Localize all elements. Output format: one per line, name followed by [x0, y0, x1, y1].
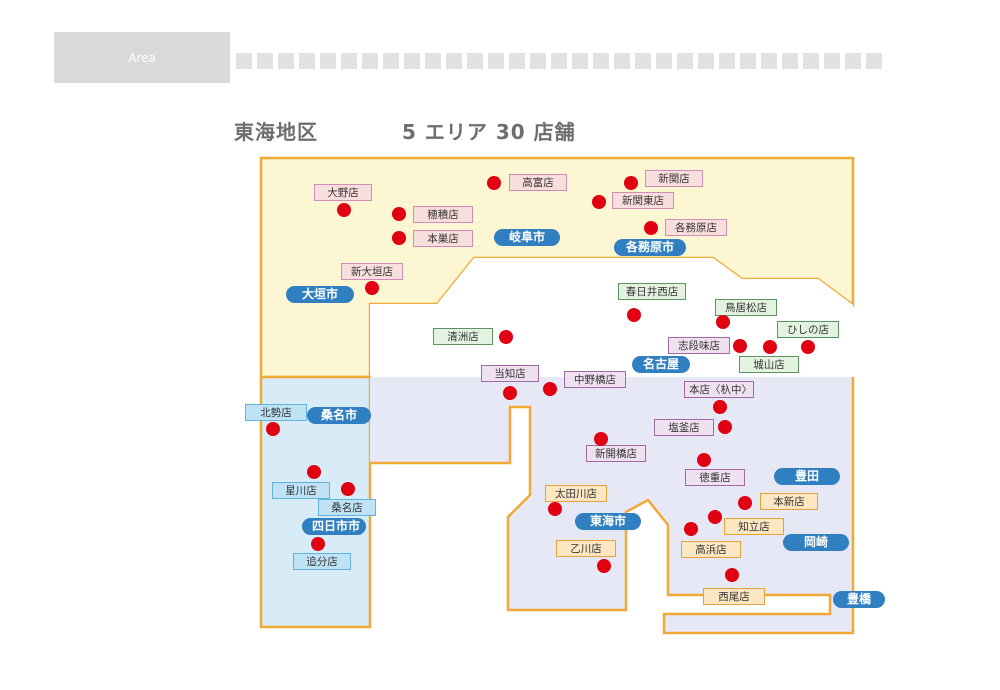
store-pin: [503, 386, 517, 400]
store-pin: [718, 420, 732, 434]
store-pin: [733, 339, 747, 353]
city-label-gifu: 岐阜市: [494, 229, 560, 246]
store-pin: [337, 203, 351, 217]
store-shiogama[interactable]: 塩釜店: [654, 419, 714, 436]
store-pin: [624, 176, 638, 190]
owari-white-region: [370, 258, 853, 377]
city-label-toyota: 豊田: [774, 468, 840, 485]
store-tochi[interactable]: 当知店: [481, 365, 539, 382]
store-pin: [307, 465, 321, 479]
store-hoshikawa[interactable]: 星川店: [272, 482, 330, 499]
store-pin: [365, 281, 379, 295]
city-label-toyohashi: 豊橋: [833, 591, 885, 608]
store-chiryu[interactable]: 知立店: [724, 518, 784, 535]
store-ono[interactable]: 大野店: [314, 184, 372, 201]
store-pin: [548, 502, 562, 516]
store-pin: [801, 340, 815, 354]
store-pin: [487, 176, 501, 190]
store-kakamigahara[interactable]: 各務原店: [665, 219, 727, 236]
store-shin-ogaki[interactable]: 新大垣店: [341, 263, 403, 280]
store-pin: [597, 559, 611, 573]
store-pin: [713, 400, 727, 414]
store-pin: [644, 221, 658, 235]
city-label-tokai: 東海市: [575, 513, 641, 530]
store-pin: [499, 330, 513, 344]
store-shinseki-higashi[interactable]: 新関東店: [612, 192, 674, 209]
store-pin: [341, 482, 355, 496]
store-pin: [543, 382, 557, 396]
store-tokushige[interactable]: 徳重店: [685, 469, 745, 486]
store-otagawa[interactable]: 太田川店: [545, 485, 607, 502]
store-pin: [311, 537, 325, 551]
city-label-ogaki: 大垣市: [286, 286, 354, 303]
store-kiyosu[interactable]: 清洲店: [433, 328, 493, 345]
store-pin: [592, 195, 606, 209]
store-pin: [266, 422, 280, 436]
city-label-yokkaichi: 四日市市: [302, 518, 366, 535]
store-sunomata[interactable]: 本巣店: [413, 230, 473, 247]
store-pin: [392, 231, 406, 245]
store-pin: [708, 510, 722, 524]
store-honten[interactable]: 本店〈杁中〉: [684, 381, 754, 398]
store-hishino[interactable]: ひしの店: [777, 321, 839, 338]
store-shiroyama[interactable]: 城山店: [739, 356, 799, 373]
store-pin: [697, 453, 711, 467]
region-title: 東海地区: [234, 120, 318, 144]
store-oiwake[interactable]: 追分店: [293, 553, 351, 570]
city-label-kakamigahara: 各務原市: [614, 239, 686, 256]
store-pin: [684, 522, 698, 536]
store-takahama[interactable]: 高浜店: [681, 541, 741, 558]
store-shinkaibashi[interactable]: 新開橋店: [586, 445, 646, 462]
header-decoration: [236, 53, 882, 69]
store-oppokawa[interactable]: 乙川店: [556, 540, 616, 557]
store-kitasei[interactable]: 北勢店: [245, 404, 307, 421]
store-pin: [763, 340, 777, 354]
city-label-nagoya: 名古屋: [632, 356, 690, 373]
city-label-okazaki: 岡崎: [783, 534, 849, 551]
store-toriimatsu[interactable]: 鳥居松店: [715, 299, 777, 316]
area-tab[interactable]: Area: [54, 32, 230, 83]
store-pin: [716, 315, 730, 329]
store-shinseki[interactable]: 新関店: [645, 170, 703, 187]
store-hozumi[interactable]: 穂積店: [413, 206, 473, 223]
store-honshinmachi[interactable]: 本新店: [760, 493, 818, 510]
store-takatomi[interactable]: 高富店: [509, 174, 567, 191]
store-shidami[interactable]: 志段味店: [668, 337, 730, 354]
store-nishio[interactable]: 西尾店: [703, 588, 765, 605]
area-summary: 5 エリア 30 店舗: [402, 120, 576, 144]
store-pin: [627, 308, 641, 322]
store-nakanobashi[interactable]: 中野橋店: [564, 371, 626, 388]
nagoya-area-border: [370, 377, 855, 635]
store-pin: [594, 432, 608, 446]
store-pin: [392, 207, 406, 221]
store-pin: [725, 568, 739, 582]
store-kuwana[interactable]: 桑名店: [318, 499, 376, 516]
city-label-kuwana: 桑名市: [307, 407, 371, 424]
store-pin: [738, 496, 752, 510]
store-kasugai-nishi[interactable]: 春日井西店: [618, 283, 686, 300]
